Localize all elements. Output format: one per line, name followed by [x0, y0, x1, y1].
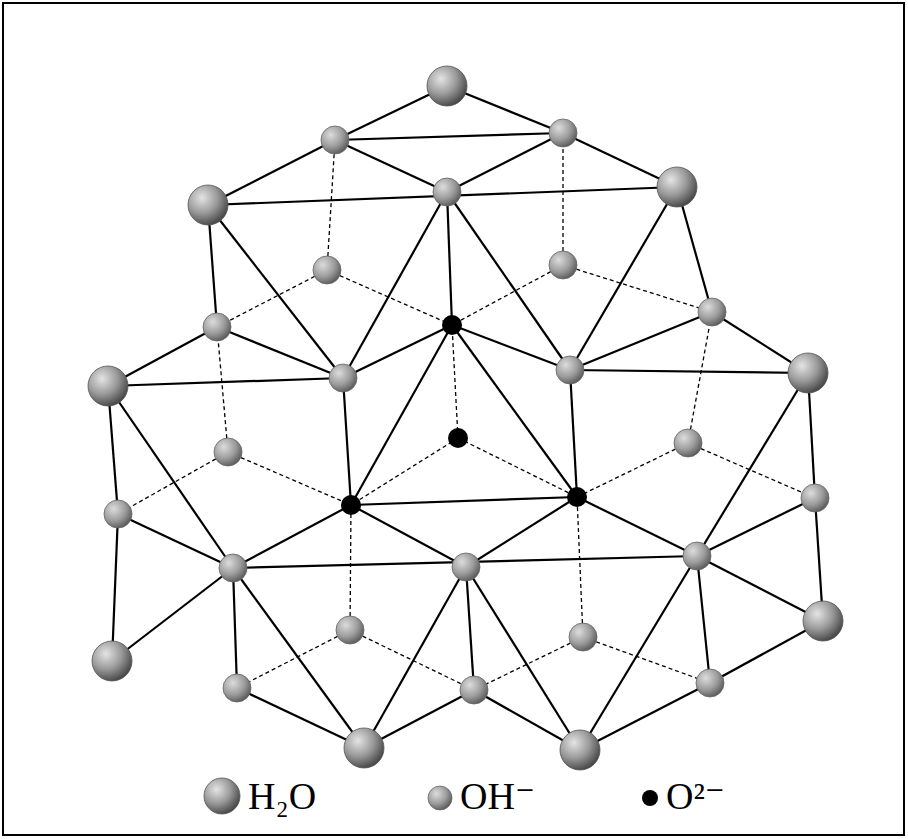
water-spheres — [88, 66, 843, 770]
legend-entry: OH⁻ — [460, 772, 535, 820]
legend-sample — [204, 778, 240, 814]
legend-entry: H₂O — [248, 772, 316, 820]
legend-label: OH⁻ — [460, 777, 535, 815]
hydroxide-spheres — [104, 119, 829, 704]
legend-label: O²⁻ — [666, 777, 725, 815]
legend-sample — [642, 790, 658, 806]
frame — [3, 3, 904, 835]
legend-entry: O²⁻ — [666, 772, 725, 820]
legend-sample — [428, 786, 452, 810]
oxide-dots — [341, 315, 587, 515]
dashed-bonds — [118, 133, 815, 690]
solid-bonds — [108, 86, 823, 750]
legend-samples — [204, 778, 658, 814]
legend-label: H₂O — [248, 777, 316, 815]
